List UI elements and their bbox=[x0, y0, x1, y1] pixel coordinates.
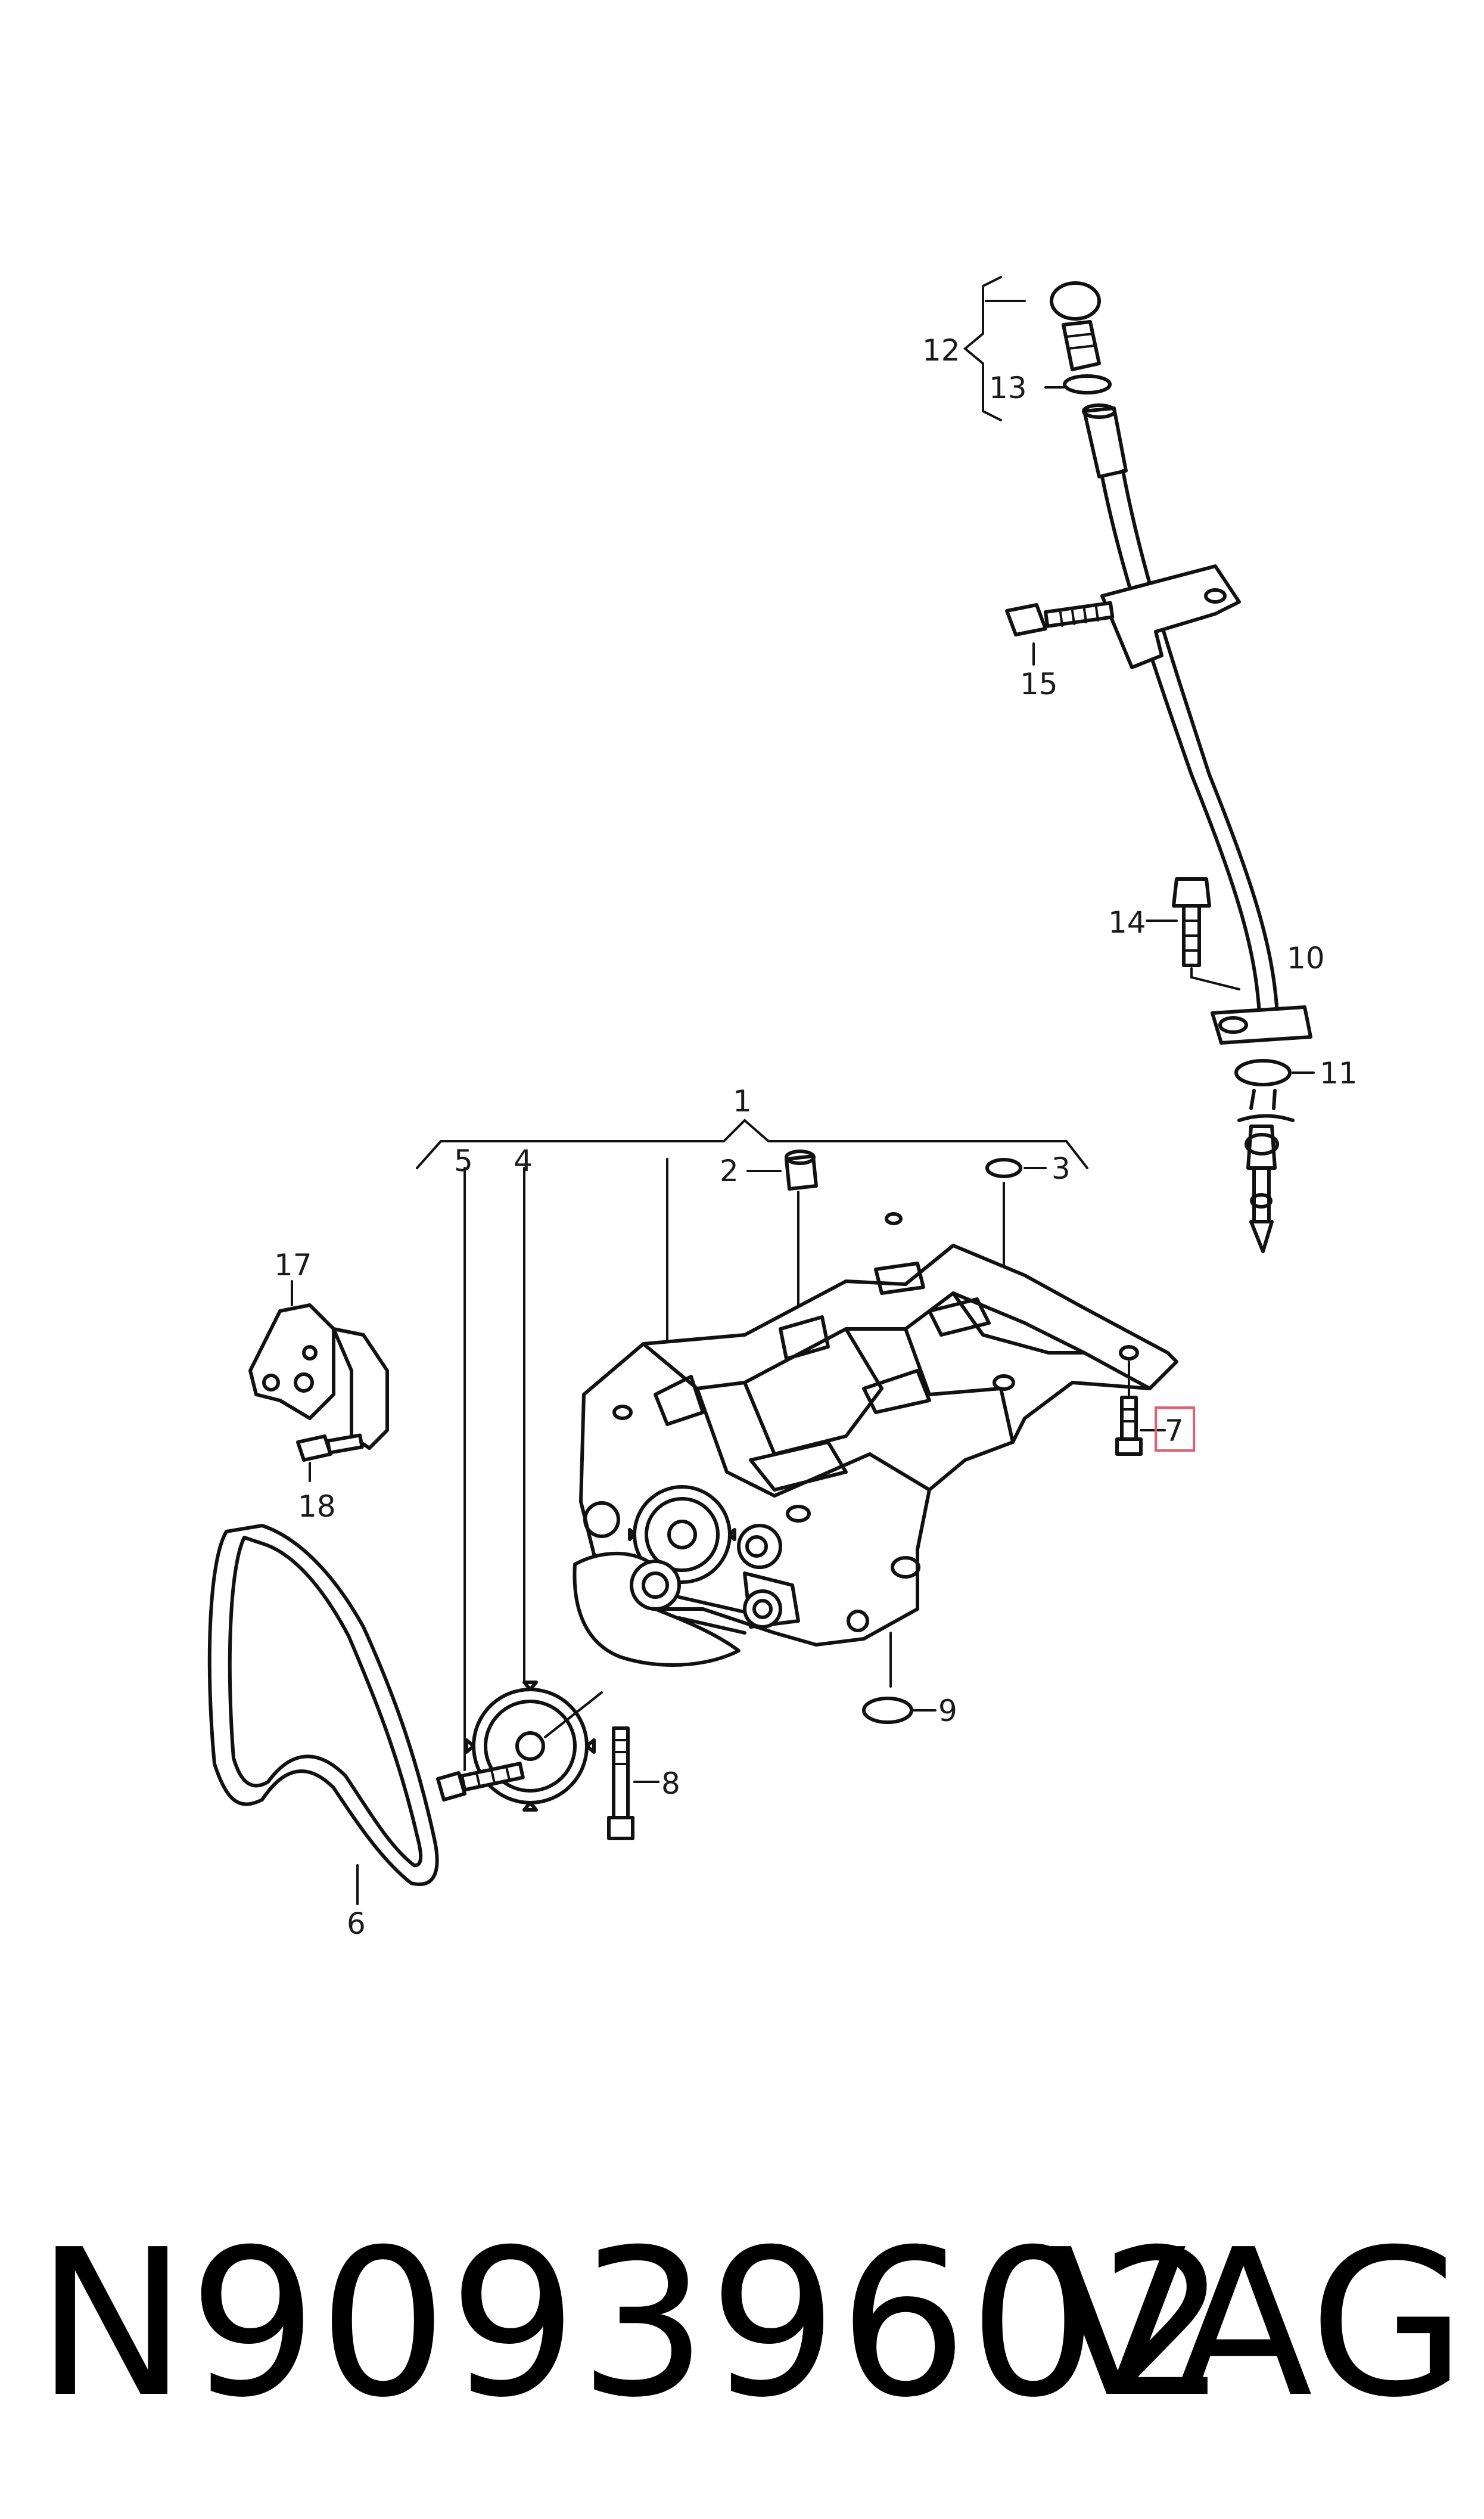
callout-10: 10 bbox=[1287, 941, 1325, 976]
callout-12: 12 bbox=[922, 333, 960, 368]
part-number: N90939602 bbox=[36, 2206, 1229, 2442]
callout-3: 3 bbox=[1051, 1151, 1071, 1186]
o-ring-13 bbox=[1063, 374, 1112, 395]
bolt-15 bbox=[1005, 601, 1115, 636]
callout-9: 9 bbox=[938, 1694, 957, 1728]
callout-6: 6 bbox=[347, 1906, 366, 1941]
dipstick-ring-handle bbox=[1050, 281, 1101, 321]
plug-2 bbox=[746, 1150, 818, 1191]
dipstick-assembly bbox=[963, 276, 1315, 1253]
callout-13: 13 bbox=[989, 371, 1027, 405]
seal-3 bbox=[985, 1158, 1047, 1178]
callout-8: 8 bbox=[661, 1766, 680, 1801]
callout-1: 1 bbox=[733, 1084, 752, 1119]
brand-name: VAG bbox=[1049, 2206, 1466, 2442]
highlight-box-7 bbox=[1155, 1406, 1195, 1452]
callout-17: 17 bbox=[274, 1248, 312, 1282]
o-ring-11 bbox=[1234, 1059, 1292, 1086]
dipstick-bracket bbox=[1100, 564, 1241, 669]
callout-7: 7 bbox=[1165, 1414, 1184, 1448]
chain-tensioner-17 bbox=[248, 1280, 389, 1450]
bolt-14 bbox=[1172, 877, 1211, 967]
housing-sprocket bbox=[628, 1485, 736, 1584]
callout-15: 15 bbox=[1020, 667, 1058, 701]
balance-counterweight bbox=[573, 1551, 741, 1667]
bolt-18 bbox=[296, 1433, 364, 1482]
callout-14: 14 bbox=[1108, 905, 1146, 940]
callout-11: 11 bbox=[1320, 1056, 1358, 1091]
callout-5: 5 bbox=[454, 1144, 473, 1178]
bolt-8 bbox=[607, 1726, 659, 1840]
oil-pump-housing bbox=[573, 1212, 1178, 1667]
callout-2: 2 bbox=[720, 1154, 739, 1188]
o-ring-9 bbox=[862, 1632, 937, 1724]
bolt-5 bbox=[436, 1762, 525, 1801]
timing-chain-6 bbox=[207, 1524, 439, 1905]
callout-4: 4 bbox=[514, 1144, 533, 1178]
callout-18: 18 bbox=[298, 1489, 336, 1524]
sprocket-4 bbox=[465, 1681, 603, 1812]
bolt-7 bbox=[1115, 1361, 1166, 1456]
footer: N90939602 VAG bbox=[0, 2223, 1484, 2425]
